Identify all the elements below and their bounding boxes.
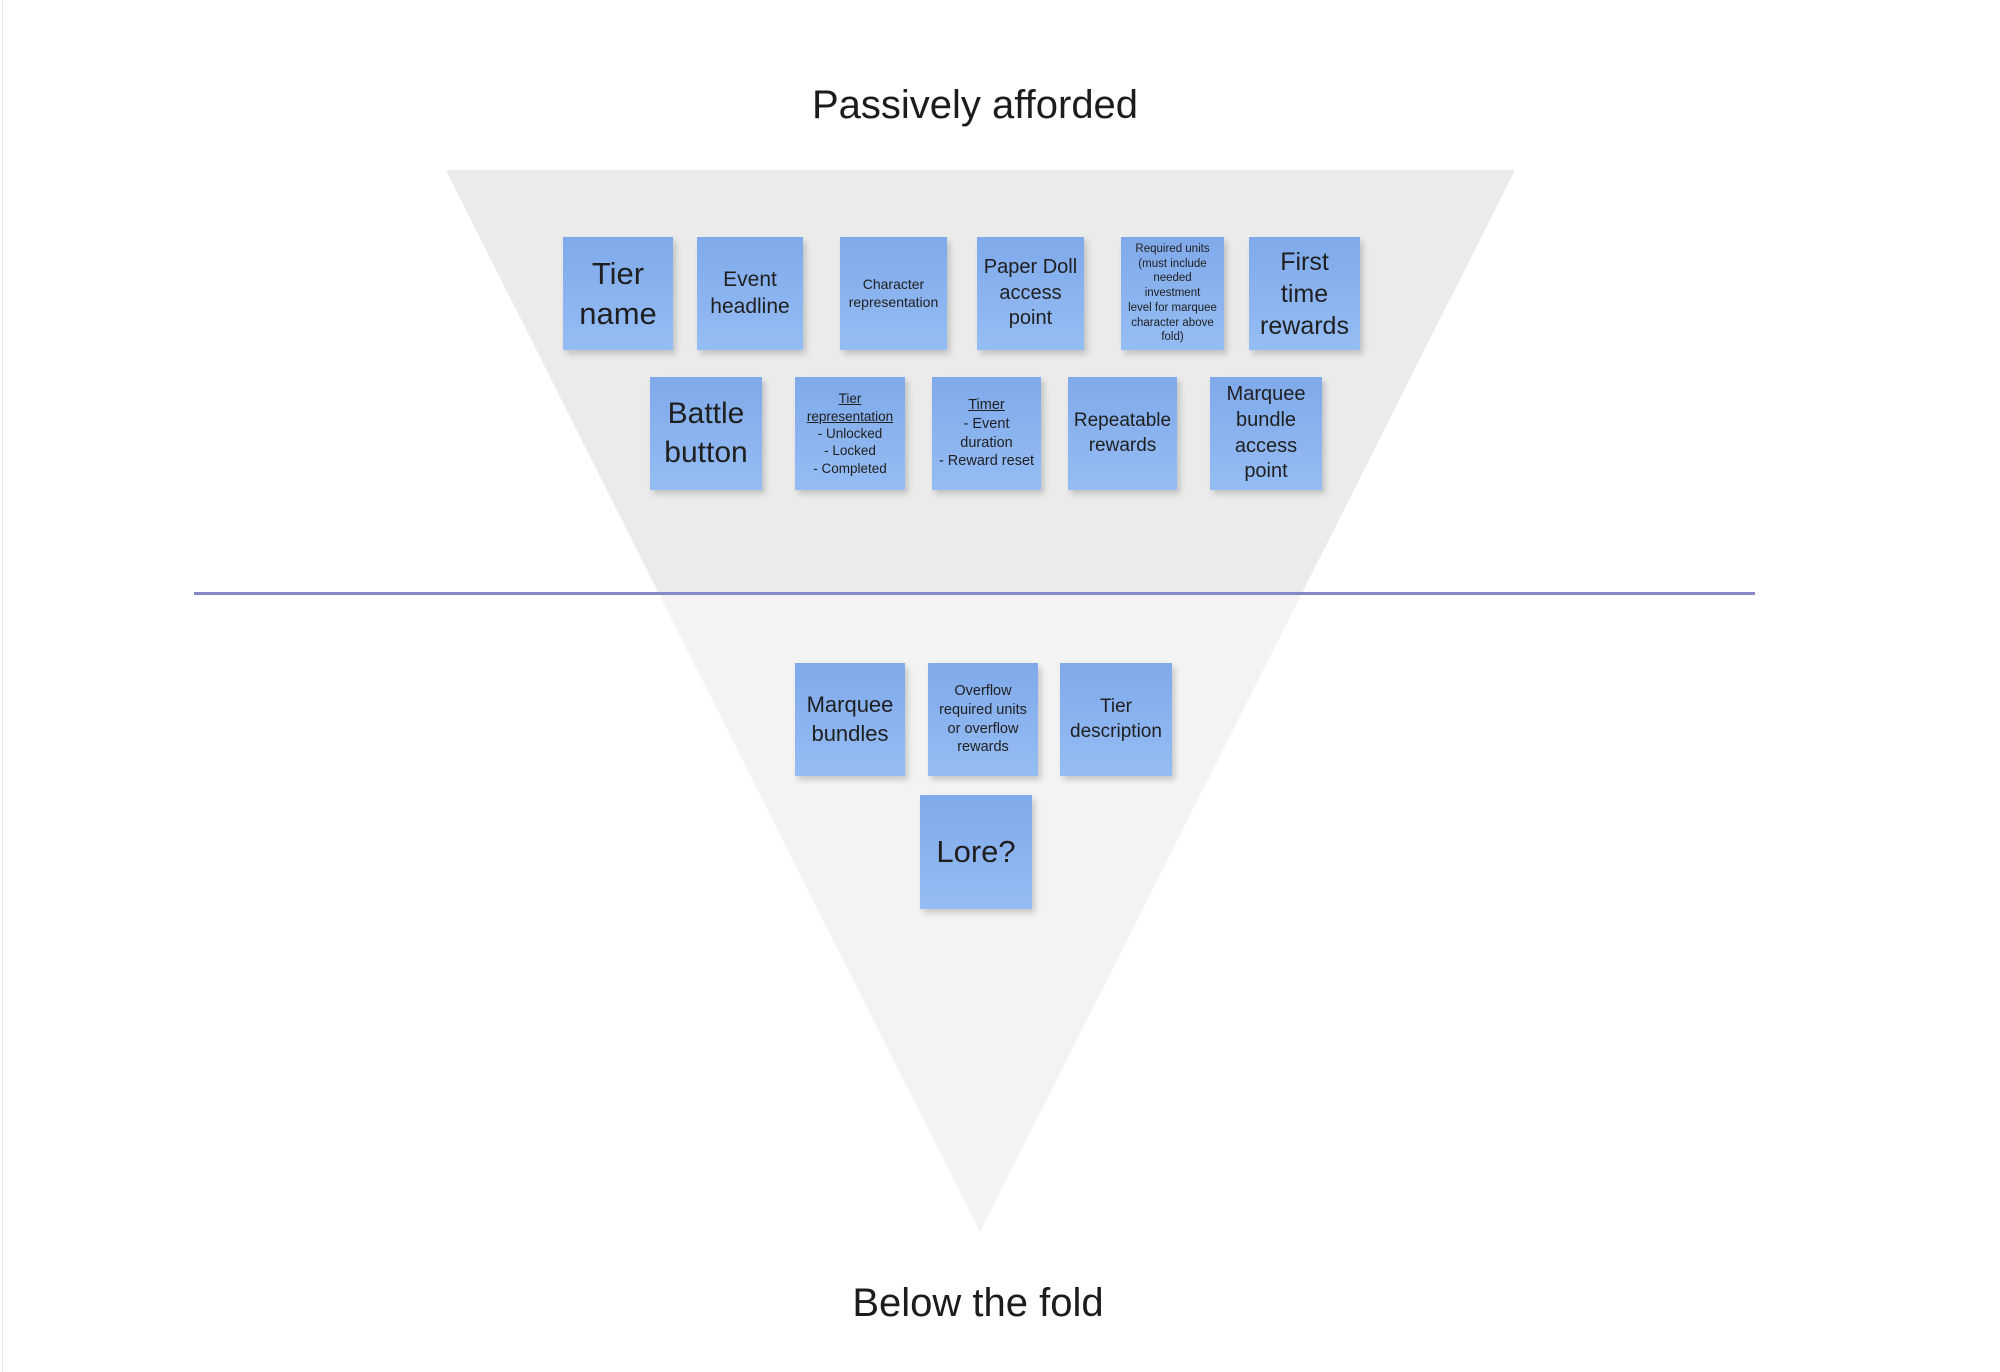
sticky-note-timer[interactable]: Timer - Event duration - Reward reset [932,377,1041,490]
note-heading: Timer [968,397,1005,414]
sticky-note-marquee-bundles[interactable]: Marquee bundles [795,663,905,776]
note-label: Marquee bundle access point [1226,383,1306,483]
sticky-note-character-representation[interactable]: Character representation [840,237,947,350]
note-label: Character representation [848,275,939,310]
sticky-note-paper-doll-access-point[interactable]: Paper Doll access point [977,237,1084,350]
note-label: Paper Doll access point [983,256,1078,330]
below-fold-title: Below the fold [852,1281,1104,1325]
canvas-left-edge [2,0,3,1372]
sticky-note-required-units[interactable]: Required units (must include needed inve… [1121,237,1224,350]
sticky-note-first-time-rewards[interactable]: First time rewards [1249,237,1360,350]
note-label: First time rewards [1260,247,1349,340]
note-label: Required units (must include needed inve… [1128,242,1217,344]
note-label: Marquee bundles [806,692,894,746]
sticky-note-overflow-required-units[interactable]: Overflow required units or overflow rewa… [928,663,1038,776]
note-label: Battle button [664,397,748,469]
note-label: Tier name [579,255,657,331]
note-body: - Unlocked - Locked - Completed [813,426,887,476]
note-label: Event headline [710,267,790,318]
sticky-note-battle-button[interactable]: Battle button [650,377,762,490]
sticky-note-tier-description[interactable]: Tier description [1060,663,1172,776]
above-fold-title: Passively afforded [811,83,1139,127]
sticky-note-lore[interactable]: Lore? [920,795,1032,909]
sticky-note-tier-name[interactable]: Tier name [563,237,673,350]
note-label: Tier description [1070,696,1162,742]
note-heading: Tier representation [806,391,894,424]
sticky-note-event-headline[interactable]: Event headline [697,237,803,350]
note-body: - Event duration - Reward reset [938,416,1035,470]
sticky-note-tier-representation[interactable]: Tier representation - Unlocked - Locked … [795,377,905,490]
sticky-note-marquee-bundle-access-point[interactable]: Marquee bundle access point [1210,377,1322,490]
note-label: Lore? [936,834,1016,870]
note-label: Overflow required units or overflow rewa… [939,683,1027,756]
sticky-note-repeatable-rewards[interactable]: Repeatable rewards [1068,377,1177,490]
fold-divider-line [194,592,1755,595]
note-label: Repeatable rewards [1073,410,1172,456]
